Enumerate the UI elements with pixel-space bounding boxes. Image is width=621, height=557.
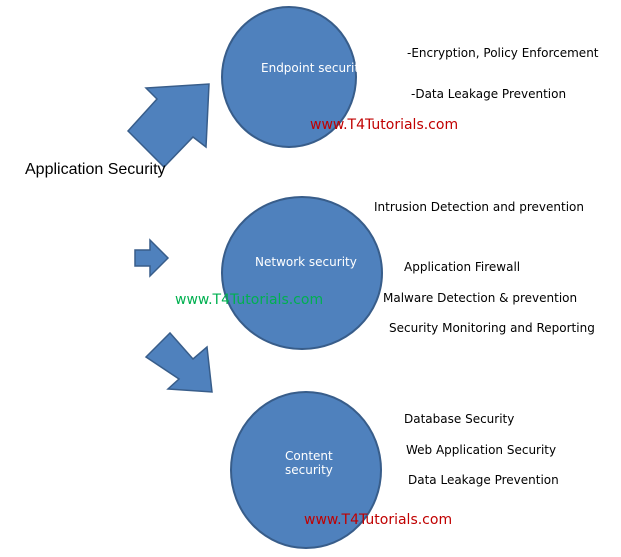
network-item-4: Security Monitoring and Reporting xyxy=(389,321,595,335)
content-security-label: Content security xyxy=(285,449,333,477)
network-security-label: Network security xyxy=(255,255,357,269)
content-item-1: Database Security xyxy=(404,412,515,426)
network-item-3: Malware Detection & prevention xyxy=(383,291,578,305)
content-security-label-line-2: security xyxy=(285,463,333,477)
watermark-text: www.T4Tutorials.com xyxy=(310,117,459,133)
endpoint-security-ellipse xyxy=(221,6,357,148)
content-security-ellipse xyxy=(230,391,382,549)
watermark-text: www.T4Tutorials.com xyxy=(175,292,324,308)
network-item-1: Intrusion Detection and prevention xyxy=(374,200,584,214)
network-security-ellipse xyxy=(221,196,383,350)
content-security-label-line-1: Content xyxy=(285,449,333,463)
arrow-up-right-icon xyxy=(126,83,210,169)
arrow-right-icon xyxy=(134,238,170,278)
endpoint-item-2: -Data Leakage Prevention xyxy=(411,87,567,101)
content-item-2: Web Application Security xyxy=(406,443,557,457)
content-item-3: Data Leakage Prevention xyxy=(408,473,559,487)
arrow-down-right-icon xyxy=(144,331,213,393)
root-label: Application Security xyxy=(25,161,166,178)
endpoint-item-1: -Encryption, Policy Enforcement xyxy=(407,46,599,60)
endpoint-security-label: Endpoint security xyxy=(261,61,367,75)
watermark-text: www.T4Tutorials.com xyxy=(304,512,453,528)
network-item-2: Application Firewall xyxy=(404,260,521,274)
